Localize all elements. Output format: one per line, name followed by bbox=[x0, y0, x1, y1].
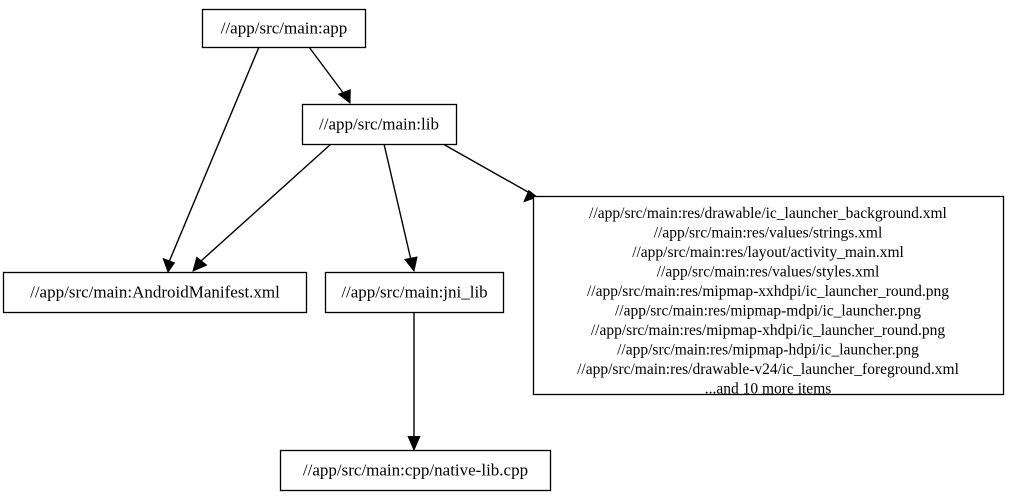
resources-line-7: //app/src/main:res/mipmap-xhdpi/ic_launc… bbox=[591, 322, 946, 339]
edge-app-to-manifest bbox=[162, 46, 260, 274]
edge-app-to-lib bbox=[308, 46, 351, 105]
edge-lib-to-manifest bbox=[192, 143, 332, 272]
edge-jni_lib-to-native_lib bbox=[407, 312, 421, 452]
node-jni-lib[interactable]: //app/src/main:jni_lib bbox=[324, 271, 505, 314]
node-lib-label: //app/src/main:lib bbox=[319, 114, 439, 133]
node-androidmanifest[interactable]: //app/src/main:AndroidManifest.xml bbox=[2, 271, 308, 314]
resources-line-1: //app/src/main:res/drawable/ic_launcher_… bbox=[589, 205, 947, 222]
node-app-label: //app/src/main:app bbox=[221, 18, 348, 37]
edge-lib-to-resources bbox=[442, 143, 539, 203]
resources-line-2: //app/src/main:res/values/strings.xml bbox=[654, 225, 883, 242]
resources-line-8: //app/src/main:res/mipmap-hdpi/ic_launch… bbox=[617, 342, 919, 359]
resources-line-3: //app/src/main:res/layout/activity_main.… bbox=[632, 244, 904, 261]
node-native-lib-cpp-label: //app/src/main:cpp/native-lib.cpp bbox=[303, 460, 528, 479]
node-native-lib-cpp[interactable]: //app/src/main:cpp/native-lib.cpp bbox=[279, 449, 552, 492]
resources-line-6: //app/src/main:res/mipmap-mdpi/ic_launch… bbox=[615, 303, 921, 320]
edge-lib-to-jni_lib bbox=[383, 143, 418, 273]
resources-line-4: //app/src/main:res/values/styles.xml bbox=[657, 264, 880, 281]
resources-line-10: ...and 10 more items bbox=[705, 381, 832, 398]
node-resources-collection[interactable]: //app/src/main:res/drawable/ic_launcher_… bbox=[532, 195, 1005, 398]
resources-line-5: //app/src/main:res/mipmap-xxhdpi/ic_laun… bbox=[587, 283, 949, 300]
node-lib[interactable]: //app/src/main:lib bbox=[301, 103, 458, 146]
node-app[interactable]: //app/src/main:app bbox=[201, 8, 367, 49]
node-jni-lib-label: //app/src/main:jni_lib bbox=[341, 282, 487, 301]
resources-line-9: //app/src/main:res/drawable-v24/ic_launc… bbox=[577, 361, 959, 378]
node-androidmanifest-label: //app/src/main:AndroidManifest.xml bbox=[30, 282, 280, 301]
